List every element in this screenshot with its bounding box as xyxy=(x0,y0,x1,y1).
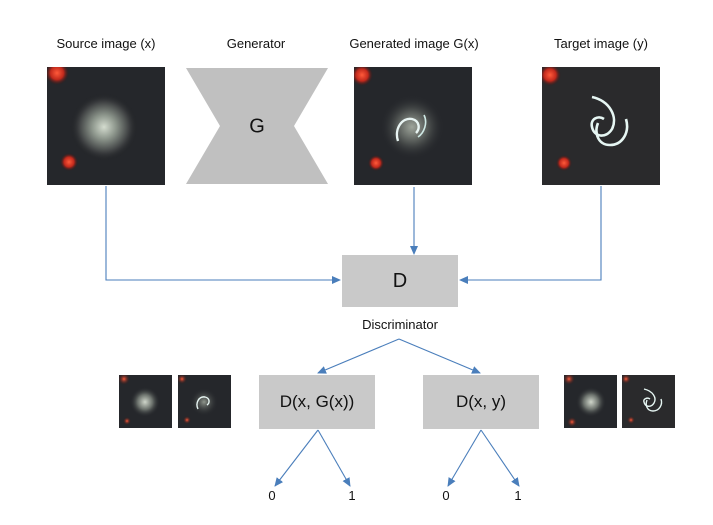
real-output-one: 1 xyxy=(514,488,522,503)
arrow-target-to-discriminator xyxy=(459,186,602,284)
generator-shape xyxy=(186,68,328,184)
arrow-to-d-real xyxy=(398,338,481,374)
real-pair-target-thumbnail xyxy=(622,375,675,428)
arrow-fake-to-zero xyxy=(274,429,319,487)
generator-label: Generator xyxy=(226,36,286,51)
discriminator-box: D xyxy=(342,255,458,307)
real-pair-source-thumbnail xyxy=(564,375,617,428)
fake-output-zero: 0 xyxy=(268,488,276,503)
d-fake-box: D(x, G(x)) xyxy=(259,375,375,429)
arrow-to-d-fake xyxy=(317,338,400,374)
fake-pair-source-thumbnail xyxy=(119,375,172,428)
source-image-label: Source image (x) xyxy=(56,36,156,51)
arrow-fake-to-one xyxy=(317,429,351,487)
fake-output-one: 1 xyxy=(348,488,356,503)
discriminator-label: Discriminator xyxy=(362,317,438,332)
generator-letter: G xyxy=(249,115,265,138)
generated-galaxy-image xyxy=(354,67,472,185)
arrow-source-to-discriminator xyxy=(105,186,341,284)
source-galaxy-image xyxy=(47,67,165,185)
arrow-real-to-one xyxy=(480,429,520,487)
target-galaxy-image xyxy=(542,67,660,185)
arrow-real-to-zero xyxy=(447,429,482,487)
real-output-zero: 0 xyxy=(442,488,450,503)
target-image-label: Target image (y) xyxy=(554,36,648,51)
fake-pair-generated-thumbnail xyxy=(178,375,231,428)
generated-image-label: Generated image G(x) xyxy=(349,36,479,51)
d-real-box: D(x, y) xyxy=(423,375,539,429)
